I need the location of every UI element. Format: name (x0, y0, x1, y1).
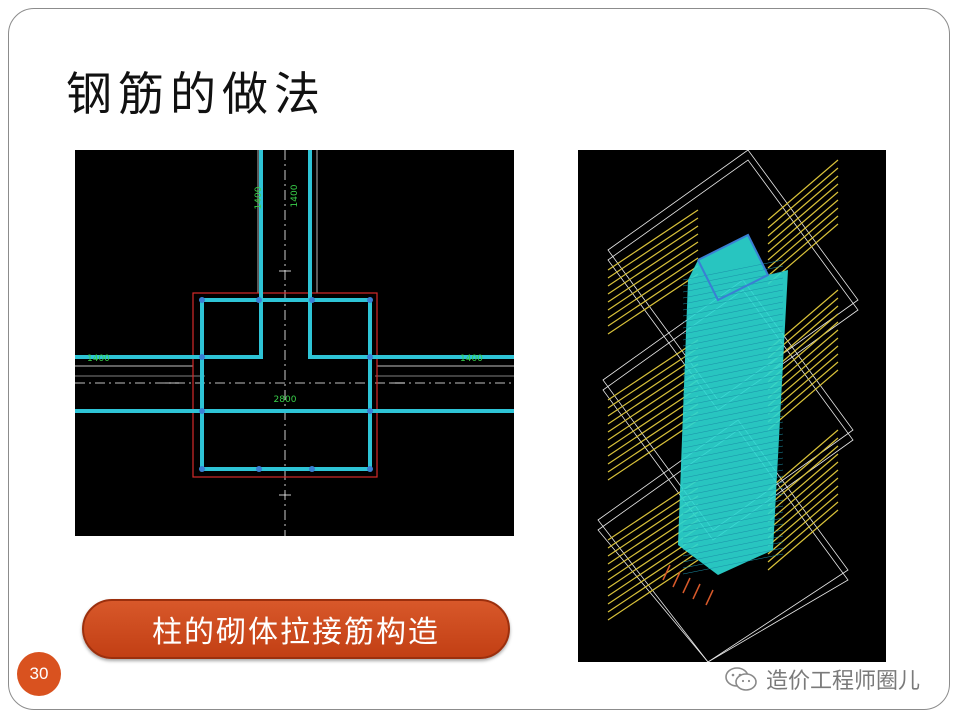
dim-left: 1400 (87, 354, 110, 364)
rebar-plan-drawing: 1400 1400 1400 1400 2800 (75, 150, 514, 536)
tie-bar-top-right (308, 150, 514, 359)
dim-top-right: 1400 (290, 184, 300, 207)
column-stirrup (200, 298, 372, 471)
column-body (678, 235, 788, 575)
bottom-bars (662, 564, 714, 606)
dim-center: 2800 (274, 395, 297, 405)
main-bars (199, 297, 373, 472)
caption-button[interactable]: 柱的砌体拉接筋构造 (82, 599, 510, 659)
column-outline (192, 292, 378, 478)
page-number-badge: 30 (17, 652, 61, 696)
wechat-icon (725, 667, 757, 691)
watermark-text: 造价工程师圈儿 (766, 669, 921, 694)
rebar-3d-model (578, 150, 886, 662)
tie-bars (607, 159, 839, 621)
dim-top-left: 1400 (254, 186, 264, 209)
column-mesh (682, 259, 784, 575)
slide-title: 钢筋的做法 (66, 67, 326, 121)
dim-right: 1400 (460, 354, 483, 364)
watermark: 造价工程师圈儿 (724, 664, 920, 694)
tie-bar-top-left (202, 150, 263, 359)
